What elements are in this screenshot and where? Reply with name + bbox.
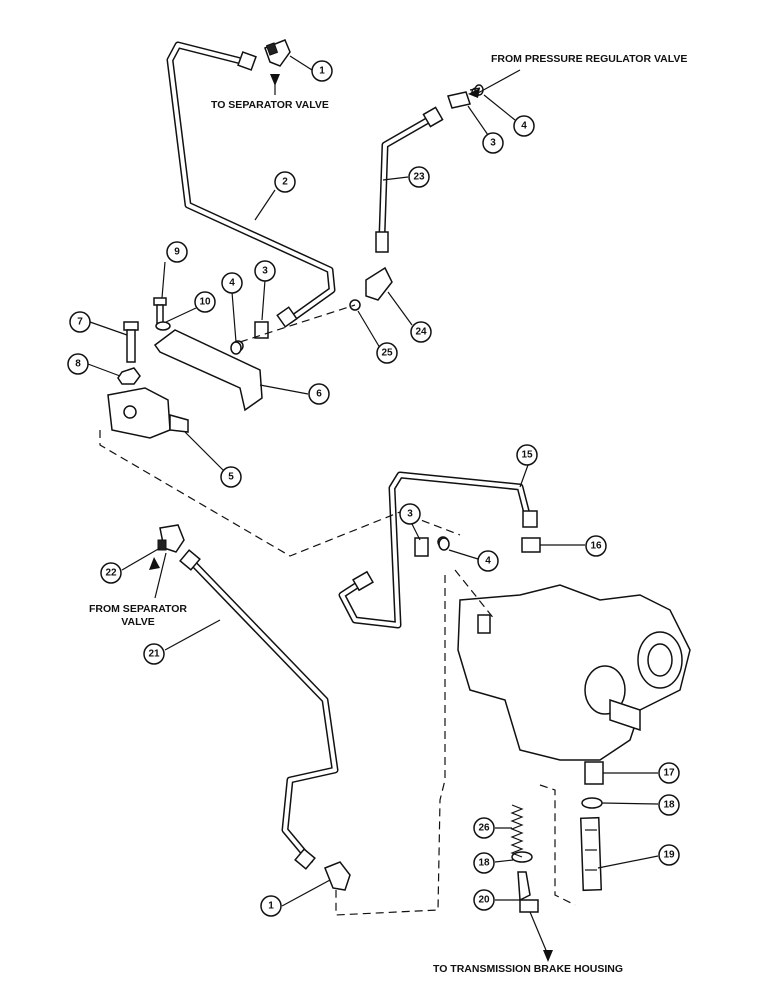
valve-5 — [107, 387, 189, 439]
callout-20: 20 — [473, 889, 495, 911]
label-from-separator-valve-line1: FROM SEPARATOR — [89, 603, 187, 615]
svg-text:15: 15 — [521, 450, 533, 461]
svg-text:2: 2 — [282, 177, 288, 188]
tube-fittings — [179, 51, 538, 870]
svg-text:4: 4 — [229, 278, 235, 289]
bolt-9 — [153, 297, 167, 326]
dashed-assembly-lines — [99, 304, 576, 916]
svg-text:16: 16 — [590, 541, 602, 552]
svg-text:19: 19 — [663, 850, 675, 861]
o-ring-4-mid — [230, 341, 242, 355]
callout-25: 25 — [376, 342, 398, 364]
fitting-17 — [584, 761, 604, 785]
tube-23 — [378, 114, 436, 239]
svg-text:10: 10 — [199, 297, 211, 308]
svg-text:22: 22 — [105, 568, 117, 579]
callout-23: 23 — [408, 166, 430, 188]
callout-1-bottom: 1 — [260, 895, 282, 917]
elbow-fitting-1-top — [264, 39, 291, 67]
o-ring-4-lower — [438, 537, 450, 551]
callout-17: 17 — [658, 762, 680, 784]
callout-10: 10 — [194, 291, 216, 313]
bolt-7 — [123, 321, 139, 363]
bracket-6 — [153, 329, 263, 412]
callout-4-top: 4 — [513, 115, 535, 137]
fitting-16 — [521, 537, 541, 553]
svg-text:8: 8 — [75, 359, 81, 370]
callout-7: 7 — [69, 311, 91, 333]
svg-text:24: 24 — [415, 327, 427, 338]
callout-8: 8 — [67, 353, 89, 375]
svg-text:4: 4 — [521, 121, 527, 132]
svg-text:18: 18 — [478, 858, 490, 869]
svg-text:3: 3 — [490, 138, 496, 149]
callout-3-top: 3 — [482, 132, 504, 154]
svg-text:21: 21 — [148, 649, 160, 660]
tube-21 — [186, 556, 339, 864]
washer-10 — [155, 321, 171, 331]
label-to-transmission-brake-housing: TO TRANSMISSION BRAKE HOUSING — [433, 963, 623, 975]
callout-2: 2 — [274, 171, 296, 193]
callout-5: 5 — [220, 466, 242, 488]
callout-6: 6 — [308, 383, 330, 405]
hose-19 — [579, 816, 603, 892]
svg-text:3: 3 — [407, 509, 413, 520]
callout-18-right: 18 — [658, 794, 680, 816]
callout-1-top: 1 — [311, 60, 333, 82]
svg-text:7: 7 — [77, 317, 83, 328]
tube-2 — [166, 41, 336, 324]
callout-9: 9 — [166, 241, 188, 263]
elbow-fitting-24 — [365, 266, 393, 301]
callout-4-mid: 4 — [221, 272, 243, 294]
svg-text:25: 25 — [381, 348, 393, 359]
callout-26: 26 — [473, 817, 495, 839]
svg-text:4: 4 — [485, 556, 491, 567]
svg-text:1: 1 — [319, 66, 325, 77]
svg-text:3: 3 — [262, 266, 268, 277]
clamp-18-right — [581, 797, 603, 809]
svg-text:1: 1 — [268, 901, 274, 912]
callout-4-lower: 4 — [477, 550, 499, 572]
callout-3-mid: 3 — [254, 260, 276, 282]
svg-text:6: 6 — [316, 389, 322, 400]
tube-15 — [338, 471, 532, 629]
label-from-pressure-regulator-valve: FROM PRESSURE REGULATOR VALVE — [491, 53, 687, 65]
callout-22: 22 — [100, 562, 122, 584]
callout-15: 15 — [516, 444, 538, 466]
label-from-separator-valve-line2: VALVE — [121, 616, 154, 628]
callout-21: 21 — [143, 643, 165, 665]
callout-3-lower: 3 — [399, 503, 421, 525]
callout-18-left: 18 — [473, 852, 495, 874]
fitting-20 — [517, 871, 539, 913]
callout-19: 19 — [658, 844, 680, 866]
svg-text:26: 26 — [478, 823, 490, 834]
transmission-housing — [457, 584, 691, 761]
svg-text:5: 5 — [228, 472, 234, 483]
svg-text:9: 9 — [174, 247, 180, 258]
svg-text:20: 20 — [478, 895, 490, 906]
spring-26 — [510, 804, 524, 858]
svg-text:23: 23 — [413, 172, 425, 183]
leader-lines — [87, 55, 659, 962]
svg-text:17: 17 — [663, 768, 675, 779]
label-to-separator-valve: TO SEPARATOR VALVE — [211, 99, 329, 111]
elbow-fitting-22 — [157, 524, 185, 553]
svg-text:18: 18 — [663, 800, 675, 811]
callout-16: 16 — [585, 535, 607, 557]
nut-8 — [117, 367, 141, 385]
callout-24: 24 — [410, 321, 432, 343]
elbow-fitting-1-bottom — [324, 861, 351, 891]
